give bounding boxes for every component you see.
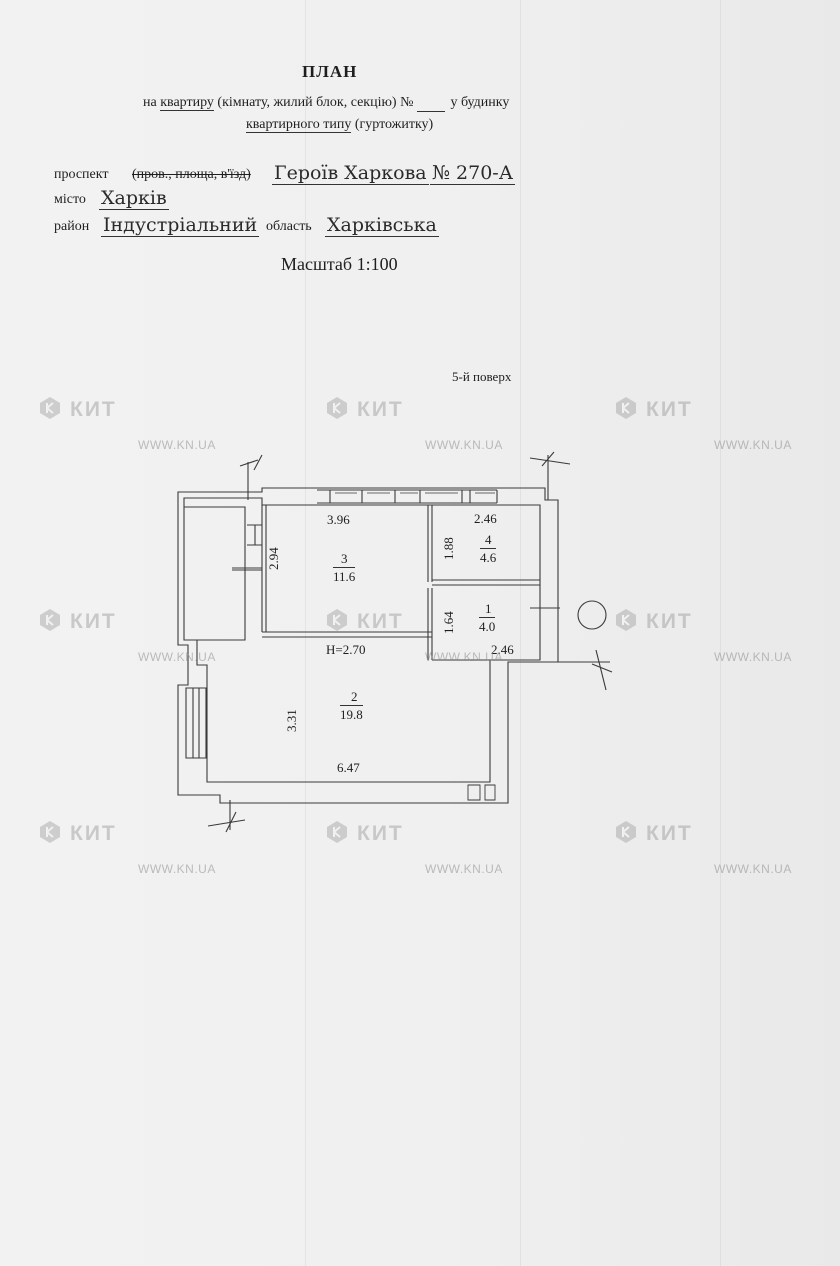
watermark-url: WWW.KN.UA [714, 862, 792, 876]
room2-area: 19.8 [340, 705, 363, 722]
ceiling-height: H=2.70 [326, 642, 366, 657]
district-label: район [54, 219, 90, 234]
watermark-logo-text: КИТ [70, 398, 117, 421]
dim-room1-width: 2.46 [491, 642, 514, 657]
line1-options: (кімнату, жилий блок, секцію) [217, 95, 397, 110]
break-mark-top-left [239, 454, 263, 500]
entrance-marker [577, 600, 607, 630]
watermark-url: WWW.KN.UA [138, 650, 216, 664]
watermark-logo-text: КИТ [357, 822, 404, 845]
watermark-logo: КИТ [325, 608, 404, 634]
watermark-logo: КИТ [325, 396, 404, 422]
line2-type: квартирного типу [246, 117, 352, 133]
line1-number-blank [416, 95, 445, 112]
scale-label: Масштаб 1:100 [281, 254, 398, 274]
title-line-2: квартирного типу (гуртожитку) [246, 117, 433, 133]
watermark-logo-text: КИТ [646, 398, 693, 421]
watermark-logo: КИТ [38, 820, 117, 846]
left-window [185, 687, 207, 759]
city-value: Харків [99, 187, 169, 210]
watermark-logo-text: КИТ [70, 610, 117, 633]
balcony [184, 506, 246, 641]
dim-room1-depth: 1.64 [441, 611, 456, 634]
dim-room2-depth: 3.31 [284, 709, 299, 732]
dim-room3-depth: 2.94 [266, 547, 281, 570]
watermark-url: WWW.KN.UA [714, 438, 792, 452]
line1-suffix: у будинку [450, 95, 510, 110]
watermark-url: WWW.KN.UA [138, 862, 216, 876]
balcony-door [247, 524, 262, 546]
watermark-logo-text: КИТ [357, 398, 404, 421]
street-type-label: проспект [54, 167, 109, 182]
top-window [317, 489, 498, 504]
wall-room3-room2 [262, 631, 432, 638]
watermark-logo: КИТ [325, 820, 404, 846]
room4-number: 4 [485, 532, 492, 547]
dim-room4-width: 2.46 [474, 511, 497, 526]
watermark-logo-text: КИТ [357, 610, 404, 633]
room3-number: 3 [341, 551, 348, 566]
watermark-logo: КИТ [38, 396, 117, 422]
dim-room2-width: 6.47 [337, 760, 360, 775]
city-label: місто [54, 192, 86, 207]
watermark-logo: КИТ [614, 396, 693, 422]
watermark-url: WWW.KN.UA [714, 650, 792, 664]
break-mark-right [558, 649, 613, 691]
dim-room4-depth: 1.88 [441, 537, 456, 560]
room1-number: 1 [485, 601, 492, 616]
room1-area: 4.0 [479, 617, 496, 634]
outer-wall [177, 487, 559, 804]
line1-object: квартиру [160, 95, 214, 111]
room3-area: 11.6 [333, 567, 356, 584]
break-mark-top-right [529, 451, 571, 500]
wall-room1-left [427, 588, 433, 660]
street-name: Героїв Харкова [272, 162, 429, 185]
watermark-url: WWW.KN.UA [425, 650, 503, 664]
region-value: Харківська [325, 214, 439, 237]
watermark-url: WWW.KN.UA [138, 438, 216, 452]
dim-room3-width: 3.96 [327, 512, 350, 527]
wall-room3-right [427, 505, 433, 582]
street-alternatives-text: (пров., площа, в'їзд) [132, 167, 251, 182]
line1-number-label: № [400, 95, 414, 110]
break-mark-bottom-left [207, 800, 246, 833]
line1-prefix: на [143, 95, 157, 110]
room2-number: 2 [351, 689, 358, 704]
watermark-logo: КИТ [38, 608, 117, 634]
door-room1 [530, 600, 560, 618]
watermark-logo: КИТ [614, 608, 693, 634]
title-line-1: на квартиру (кімнату, жилий блок, секцію… [143, 95, 509, 112]
watermark-url: WWW.KN.UA [425, 862, 503, 876]
line2-alt: (гуртожитку) [354, 117, 434, 132]
watermark-logo-text: КИТ [70, 822, 117, 845]
floor-label: 5-й поверх [452, 369, 512, 384]
document-title: ПЛАН [302, 62, 358, 81]
region-label: область [266, 219, 312, 234]
street-alternatives: (пров., площа, в'їзд) [132, 167, 251, 183]
watermark-logo-text: КИТ [646, 610, 693, 633]
watermark-url: WWW.KN.UA [425, 438, 503, 452]
building-number: № 270-А [430, 162, 516, 185]
watermark-logo-text: КИТ [646, 822, 693, 845]
wall-room3-left [261, 505, 267, 632]
riser [467, 784, 496, 801]
watermark-logo: КИТ [614, 820, 693, 846]
room4-area: 4.6 [480, 548, 497, 565]
district-value: Індустріальний [101, 214, 260, 237]
wall-room4-room1 [432, 579, 540, 586]
